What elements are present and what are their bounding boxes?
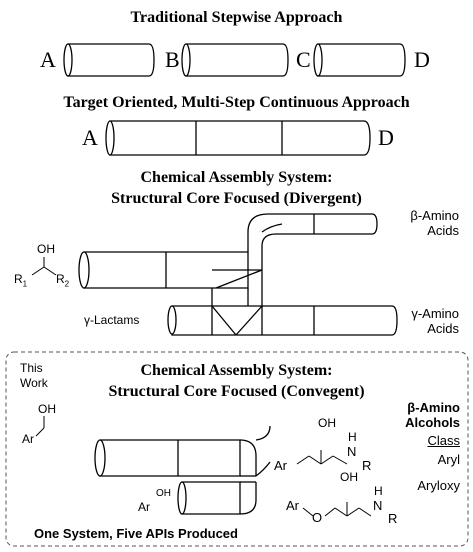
continuous-letter-d: D	[378, 125, 394, 150]
divergent-title-line2: Structural Core Focused (Divergent)	[111, 190, 362, 207]
aryl-amino-alcohol-bonds	[296, 450, 348, 465]
product-bottom-n: N	[373, 498, 383, 513]
product-top-oh: OH	[318, 416, 336, 430]
alcohol-r1: R1	[14, 272, 28, 289]
traditional-pipe-2	[181, 43, 289, 77]
product-top-ar: Ar	[274, 458, 287, 473]
arylmethanol-bonds	[35, 416, 45, 437]
divergent-title-line1: Chemical Assembly System:	[140, 169, 333, 186]
arylmethanol-oh: OH	[38, 402, 56, 416]
work-label: Work	[20, 376, 48, 390]
beta-amino-alcohols-title: β-Amino Alcohols	[405, 400, 460, 430]
product-bottom-oh: OH	[340, 470, 358, 484]
product-top-r: R	[362, 458, 372, 473]
convergent-title-line1: Chemical Assembly System:	[140, 362, 333, 379]
convergent-title-line2: Structural Core Focused (Convegent)	[108, 383, 365, 400]
traditional-pipe-3	[313, 43, 406, 77]
beta-amino-acids-label: β-Amino Acids	[410, 208, 459, 238]
lactams-label: γ-Lactams	[84, 313, 140, 327]
phenol-oh: OH	[156, 488, 171, 499]
footer-text: One System, Five APIs Produced	[34, 526, 238, 541]
class-label: Class	[427, 433, 460, 448]
product-bottom-h: H	[374, 484, 383, 498]
convergent-assembly	[94, 425, 271, 515]
letter-a: A	[40, 47, 56, 72]
continuous-title: Target Oriented, Multi-Step Continuous A…	[63, 94, 410, 111]
gamma-amino-acids-label: γ-Amino Acids	[411, 306, 459, 336]
phenol-ar: Ar	[138, 500, 150, 514]
traditional-title: Traditional Stepwise Approach	[130, 9, 343, 26]
continuous-letter-a: A	[82, 125, 98, 150]
continuous-pipe	[105, 120, 371, 156]
alcohol-oh: OH	[37, 242, 55, 256]
this-label: This	[20, 361, 43, 375]
product-top-n: N	[347, 444, 357, 459]
aryloxy-amino-alcohol-bonds	[302, 502, 372, 517]
letter-d: D	[414, 47, 430, 72]
product-top-h: H	[348, 430, 357, 444]
letter-b: B	[165, 47, 180, 72]
class-aryl: Aryl	[437, 452, 460, 467]
this-work-frame	[5, 351, 469, 547]
product-bottom-o: O	[312, 510, 323, 525]
class-aryloxy: Aryloxy	[417, 478, 460, 493]
product-bottom-r: R	[388, 511, 398, 526]
traditional-pipe-1	[63, 43, 155, 77]
divergent-assembly	[78, 213, 398, 336]
alcohol-r2: R2	[56, 272, 70, 289]
arylmethanol-ar: Ar	[22, 432, 34, 446]
product-bottom-ar: Ar	[286, 498, 299, 513]
letter-c: C	[296, 47, 311, 72]
alcohol-bonds	[31, 257, 57, 276]
